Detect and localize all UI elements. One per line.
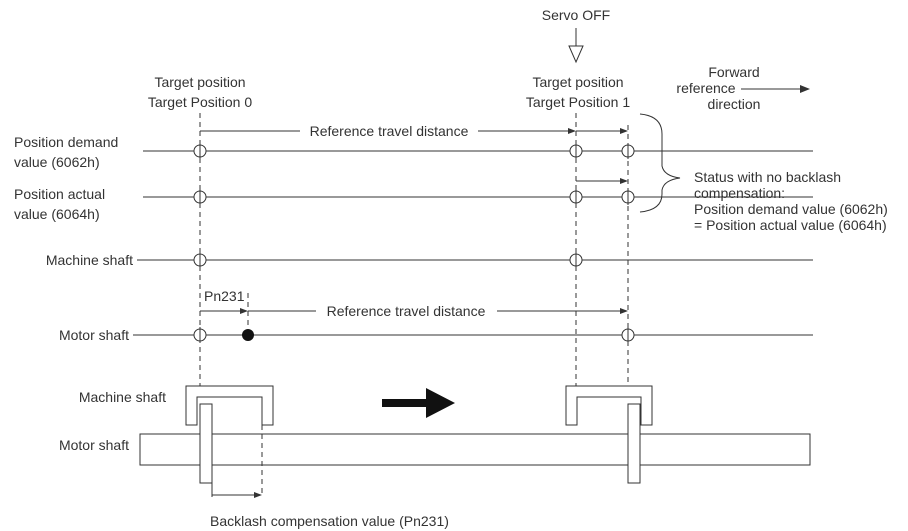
reference-travel-distance-motor-arrow — [248, 308, 628, 314]
demand-marker-final — [621, 143, 635, 159]
reference-travel-distance-motor-label: Reference travel distance — [327, 303, 486, 319]
motor-shaft-lower-label: Motor shaft — [59, 437, 129, 453]
demand-marker-target1 — [569, 143, 583, 159]
target-position-1-name: Target Position 1 — [526, 94, 630, 110]
motor-compensated-position-dot — [242, 329, 254, 341]
forward-direction-arrow — [741, 85, 810, 93]
reference-travel-distance-top-label: Reference travel distance — [310, 123, 469, 139]
backlash-compensation-label: Backlash compensation value (Pn231) — [210, 513, 449, 529]
status-note-line2: compensation: — [694, 185, 785, 201]
motor-shaft-bar — [139, 433, 811, 466]
position-actual-index: value (6064h) — [14, 206, 100, 222]
motor-marker-target0 — [193, 327, 207, 343]
status-note-line4: = Position actual value (6064h) — [694, 217, 887, 233]
motor-plate-right — [627, 403, 641, 484]
status-brace — [639, 113, 681, 213]
motor-shaft-label: Motor shaft — [59, 327, 129, 343]
position-demand-index: value (6062h) — [14, 154, 100, 170]
actual-marker-target0 — [193, 189, 207, 205]
motor-plate-left — [199, 403, 213, 484]
position-demand-label: Position demand — [14, 134, 118, 150]
target-position-0-label: Target position — [154, 74, 245, 90]
machine-shaft-label: Machine shaft — [46, 252, 133, 268]
forward-direction-line3: direction — [708, 96, 761, 112]
servo-off-arrow — [568, 28, 584, 64]
machine-shaft-lower-label: Machine shaft — [79, 389, 166, 405]
machine-bracket-left — [185, 385, 274, 426]
position-actual-label: Position actual — [14, 186, 105, 202]
demand-extra-arrow — [576, 128, 628, 134]
actual-extra-arrow — [576, 178, 628, 184]
status-note-line3: Position demand value (6062h) — [694, 201, 888, 217]
machine-marker-target1 — [569, 252, 583, 268]
pn231-label: Pn231 — [204, 288, 245, 304]
target-position-0-name: Target Position 0 — [148, 94, 252, 110]
servo-off-label: Servo OFF — [542, 7, 610, 23]
actual-marker-target1 — [569, 189, 583, 205]
forward-direction-line1: Forward — [708, 64, 759, 80]
demand-marker-target0 — [193, 143, 207, 159]
machine-marker-target0 — [193, 252, 207, 268]
status-note-line1: Status with no backlash — [694, 169, 841, 185]
machine-bracket-right — [565, 385, 653, 426]
pn231-arrow — [200, 308, 248, 314]
motor-marker-final — [621, 327, 635, 343]
reference-travel-distance-top-arrow — [200, 128, 576, 134]
backlash-compensation-arrow — [212, 492, 262, 498]
target-position-1-label: Target position — [532, 74, 623, 90]
motion-direction-arrow — [382, 388, 455, 418]
actual-marker-final — [621, 189, 635, 205]
forward-direction-line2: reference — [676, 80, 735, 96]
